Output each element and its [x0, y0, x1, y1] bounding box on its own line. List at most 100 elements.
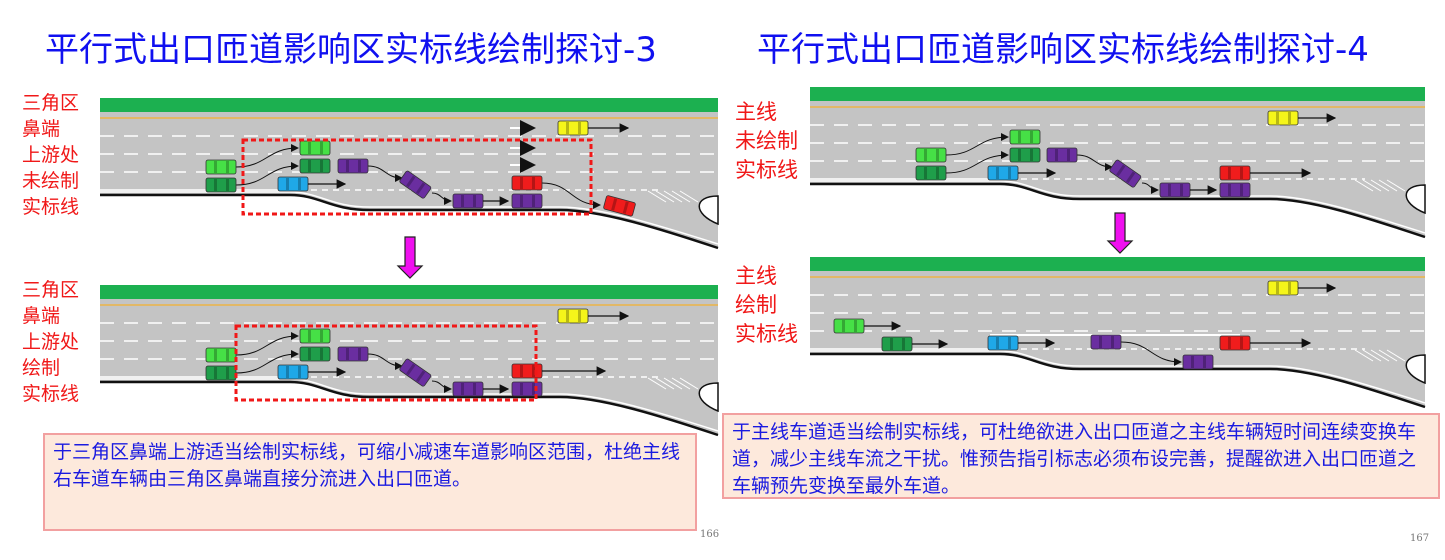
car-body	[915, 147, 947, 163]
lane-change-path	[1076, 154, 1113, 171]
car-window	[622, 201, 629, 214]
lane-change-path	[1120, 341, 1182, 366]
label-line: 实标线	[735, 322, 798, 346]
label-line: 实标线	[22, 383, 80, 405]
car-window	[1030, 149, 1033, 161]
road-edge	[810, 182, 1426, 239]
car-window	[415, 182, 426, 195]
car-body	[603, 195, 636, 217]
car	[1009, 129, 1041, 145]
label-right-after: 主线 绘制 实标线	[735, 262, 798, 349]
label-line: 三角区	[22, 279, 80, 301]
car-body	[205, 365, 237, 381]
car-window	[308, 330, 311, 342]
car	[1267, 280, 1299, 296]
car-body	[1219, 335, 1251, 351]
slide-title-left: 平行式出口匝道影响区实标线绘制探讨-3	[45, 30, 657, 70]
gore-chevron	[1386, 349, 1406, 362]
car-window	[566, 122, 569, 134]
car-window	[1228, 184, 1231, 196]
car-body	[557, 308, 589, 324]
car	[915, 165, 947, 181]
car-window	[611, 198, 618, 211]
lane-change-path	[235, 332, 299, 356]
car	[205, 365, 237, 381]
car	[299, 140, 331, 156]
car	[299, 328, 331, 344]
gore-nose	[1405, 184, 1426, 215]
car-body	[1046, 147, 1078, 163]
car-window	[298, 366, 301, 378]
car	[603, 195, 636, 217]
car-body	[1267, 280, 1299, 296]
car-window	[1111, 336, 1114, 348]
gore-chevron	[1362, 349, 1382, 362]
gore-chevron	[1362, 179, 1382, 192]
car-window	[1191, 356, 1194, 368]
car-body	[205, 347, 237, 363]
car-body	[1009, 147, 1041, 163]
car-window	[936, 167, 939, 179]
car-window	[298, 178, 301, 190]
car-body	[1159, 182, 1191, 198]
road-edge-line	[810, 350, 1426, 404]
car	[987, 335, 1019, 351]
road-edge-line	[100, 191, 719, 245]
car-window	[890, 338, 893, 350]
car	[1267, 110, 1299, 126]
label-line: 绘制	[22, 357, 61, 379]
label-line: 实标线	[22, 196, 80, 218]
car-window	[358, 160, 361, 172]
car-body	[511, 175, 543, 191]
car-body	[881, 336, 913, 352]
gore-chevron	[647, 377, 667, 390]
label-line: 实标线	[735, 158, 798, 182]
gore-nose	[1405, 354, 1426, 385]
label-line: 主线	[735, 264, 777, 288]
influence-area-box	[241, 138, 593, 216]
car	[452, 381, 484, 397]
car-window	[520, 365, 523, 377]
lane-change-path	[367, 165, 403, 182]
car-body	[205, 159, 237, 175]
car	[557, 308, 589, 324]
car-window	[854, 320, 857, 332]
car-window	[214, 179, 217, 191]
page-number-left: 166	[700, 529, 720, 540]
label-line: 上游处	[22, 144, 80, 166]
car-window	[308, 160, 311, 172]
car-window	[461, 383, 464, 395]
gore-chevron	[671, 377, 691, 390]
label-line: 上游处	[22, 331, 80, 353]
car-body	[452, 193, 484, 209]
car-window	[1008, 337, 1011, 349]
car	[205, 159, 237, 175]
car-window	[406, 175, 416, 188]
slide-title-right: 平行式出口匝道影响区实标线绘制探讨-4	[757, 30, 1369, 70]
car-window	[1203, 356, 1206, 368]
label-line: 三角区	[22, 92, 80, 114]
car-body	[299, 158, 331, 174]
road-edge	[810, 352, 1426, 409]
car-window	[286, 178, 289, 190]
gore-chevron	[1370, 179, 1390, 192]
car	[511, 381, 543, 397]
car-window	[1168, 184, 1171, 196]
car-body	[915, 165, 947, 181]
car-window	[924, 149, 927, 161]
car-window	[996, 337, 999, 349]
label-line: 主线	[735, 100, 777, 124]
car-window	[566, 310, 569, 322]
gore-chevron	[1378, 179, 1398, 192]
lane-change-path	[945, 151, 1009, 174]
car-window	[286, 366, 289, 378]
car-window	[924, 167, 927, 179]
gore-chevron	[655, 377, 675, 390]
road-edge	[100, 380, 719, 437]
gore-chevron	[1354, 179, 1374, 192]
car-window	[842, 320, 845, 332]
car-window	[415, 370, 426, 383]
car	[452, 193, 484, 209]
car-window	[902, 338, 905, 350]
gore-chevron	[679, 377, 699, 390]
